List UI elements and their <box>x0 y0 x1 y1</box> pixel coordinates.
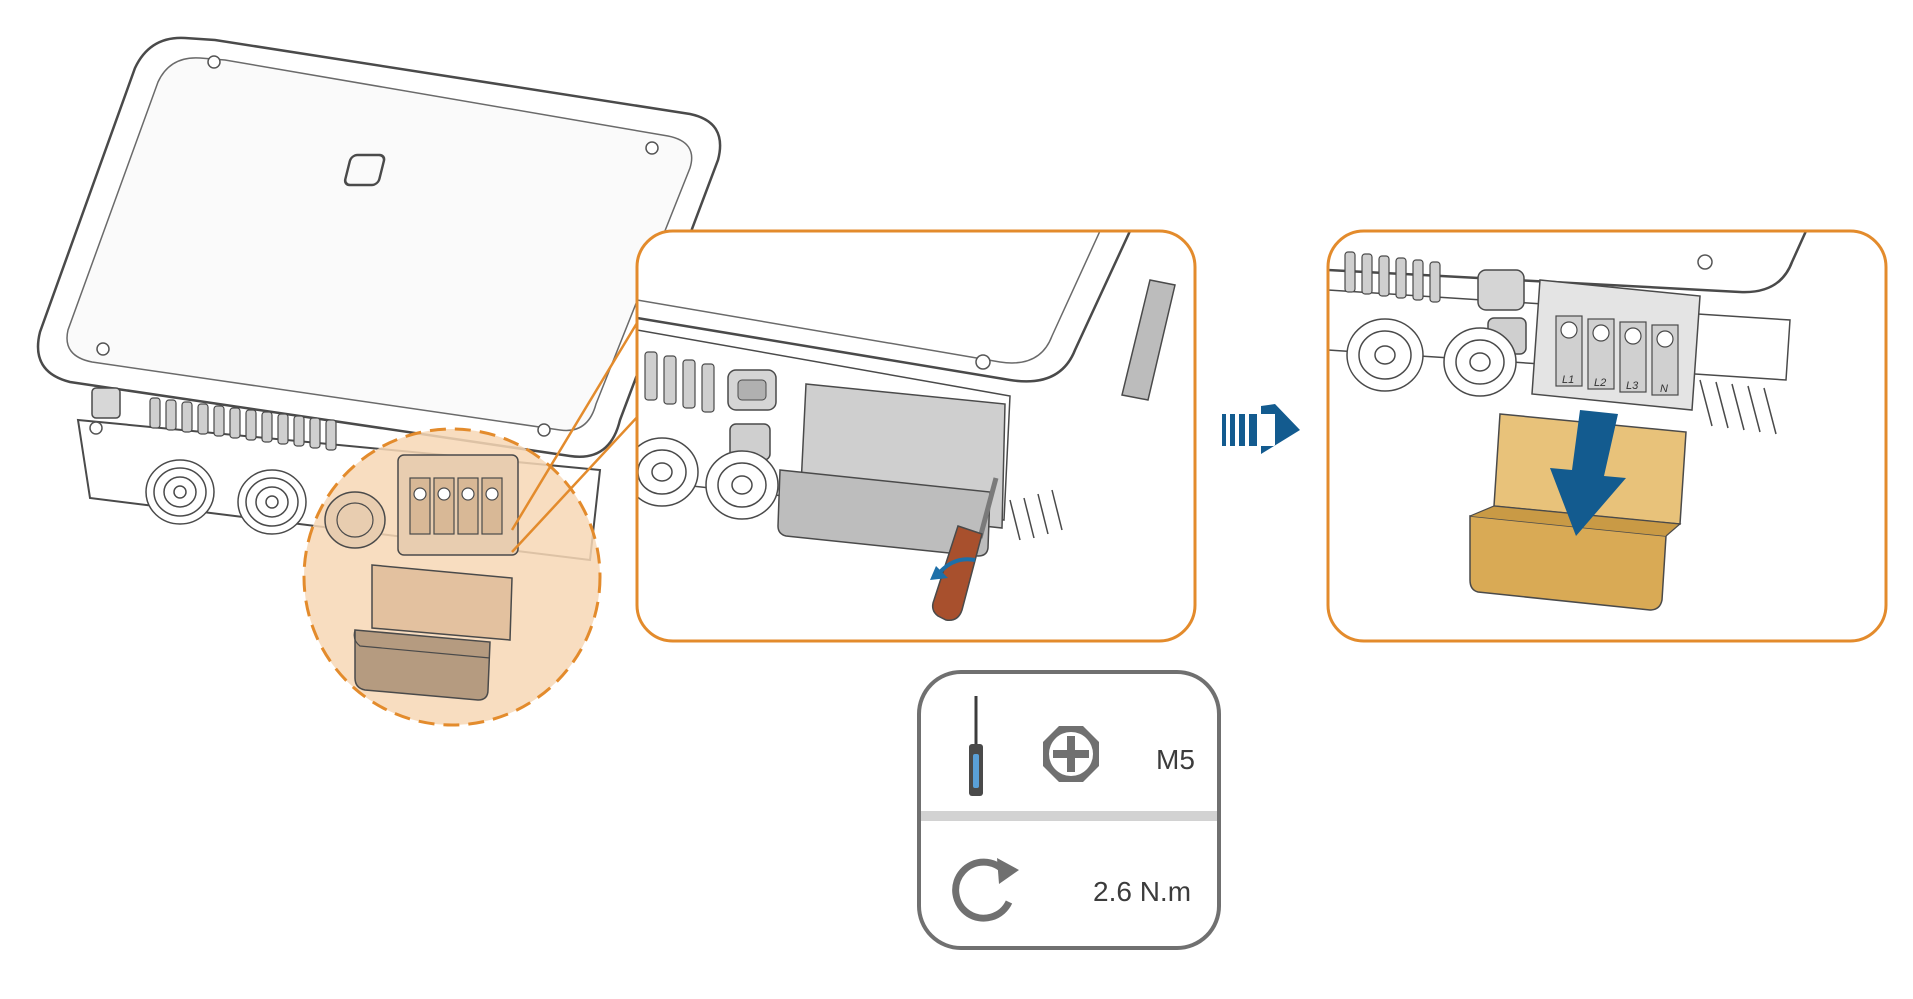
terminal-label-l3: L3 <box>1626 380 1639 392</box>
highlight-circle <box>302 427 602 727</box>
terminal-label-n: N <box>1660 383 1668 395</box>
inverter-overview <box>36 36 722 562</box>
next-step-arrow-icon <box>1222 404 1300 454</box>
tighten-rotation-icon <box>952 858 1019 922</box>
phillips-screw-head-icon <box>1043 726 1099 782</box>
detail-panel-remove-cover <box>1326 229 1888 643</box>
terminal-label-l2: L2 <box>1594 377 1606 389</box>
screwdriver-icon <box>969 696 983 796</box>
zoom-connector-lines <box>510 317 642 553</box>
screw-size-label: M5 <box>1156 744 1195 775</box>
torque-value-label: 2.6 N.m <box>1093 876 1192 907</box>
terminal-label-l1: L1 <box>1562 374 1574 386</box>
spec-divider <box>921 811 1217 821</box>
detail-panel-unscrew <box>635 229 1197 643</box>
terminal-labels: L1 L2 L3 N <box>1562 374 1668 395</box>
tool-spec-card: M5 2.6 N.m <box>917 670 1221 950</box>
